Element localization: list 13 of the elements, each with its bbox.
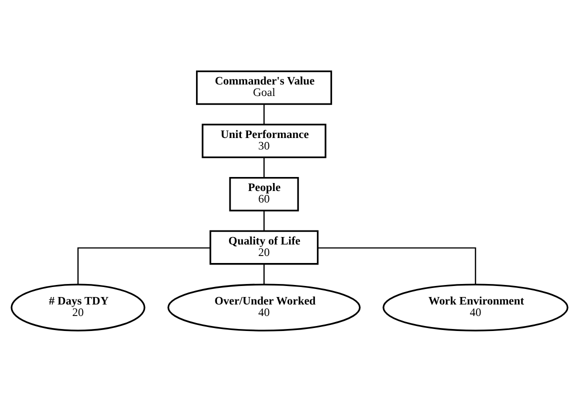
node-ellipse: Work Environment 40 bbox=[382, 283, 568, 331]
connector bbox=[263, 263, 265, 284]
connector bbox=[263, 157, 265, 177]
node-box: Commander's Value Goal bbox=[196, 70, 332, 104]
node-box: People 60 bbox=[229, 176, 299, 211]
node-ellipse: # Days TDY 20 bbox=[10, 283, 146, 331]
node-ellipse: Over/Under Worked 40 bbox=[167, 283, 361, 331]
node-box: Unit Performance 30 bbox=[202, 123, 326, 158]
connector bbox=[318, 246, 476, 284]
connector bbox=[263, 104, 265, 124]
node-box: Quality of Life 20 bbox=[210, 230, 319, 264]
connector bbox=[77, 246, 210, 284]
connector bbox=[263, 210, 265, 230]
